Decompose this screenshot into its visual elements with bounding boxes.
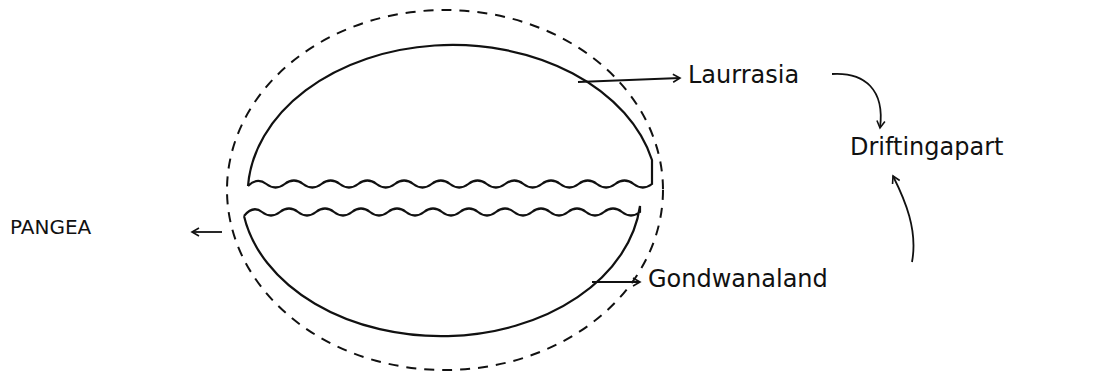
gondwana-landmass <box>244 206 640 336</box>
pangea-pointer <box>192 231 222 233</box>
region-label: PANGEA <box>10 216 91 238</box>
gondwana-pointer <box>592 281 640 283</box>
region-label: Laurrasia <box>688 62 799 88</box>
note-label: Driftingapart <box>850 134 1004 160</box>
drift-arrow <box>893 176 914 262</box>
laurasia-pointer <box>578 78 680 82</box>
laurasia-landmass <box>248 45 652 188</box>
region-label: Gondwanaland <box>648 266 828 292</box>
drift-arrow <box>832 74 881 128</box>
pangea-outline <box>227 10 663 370</box>
